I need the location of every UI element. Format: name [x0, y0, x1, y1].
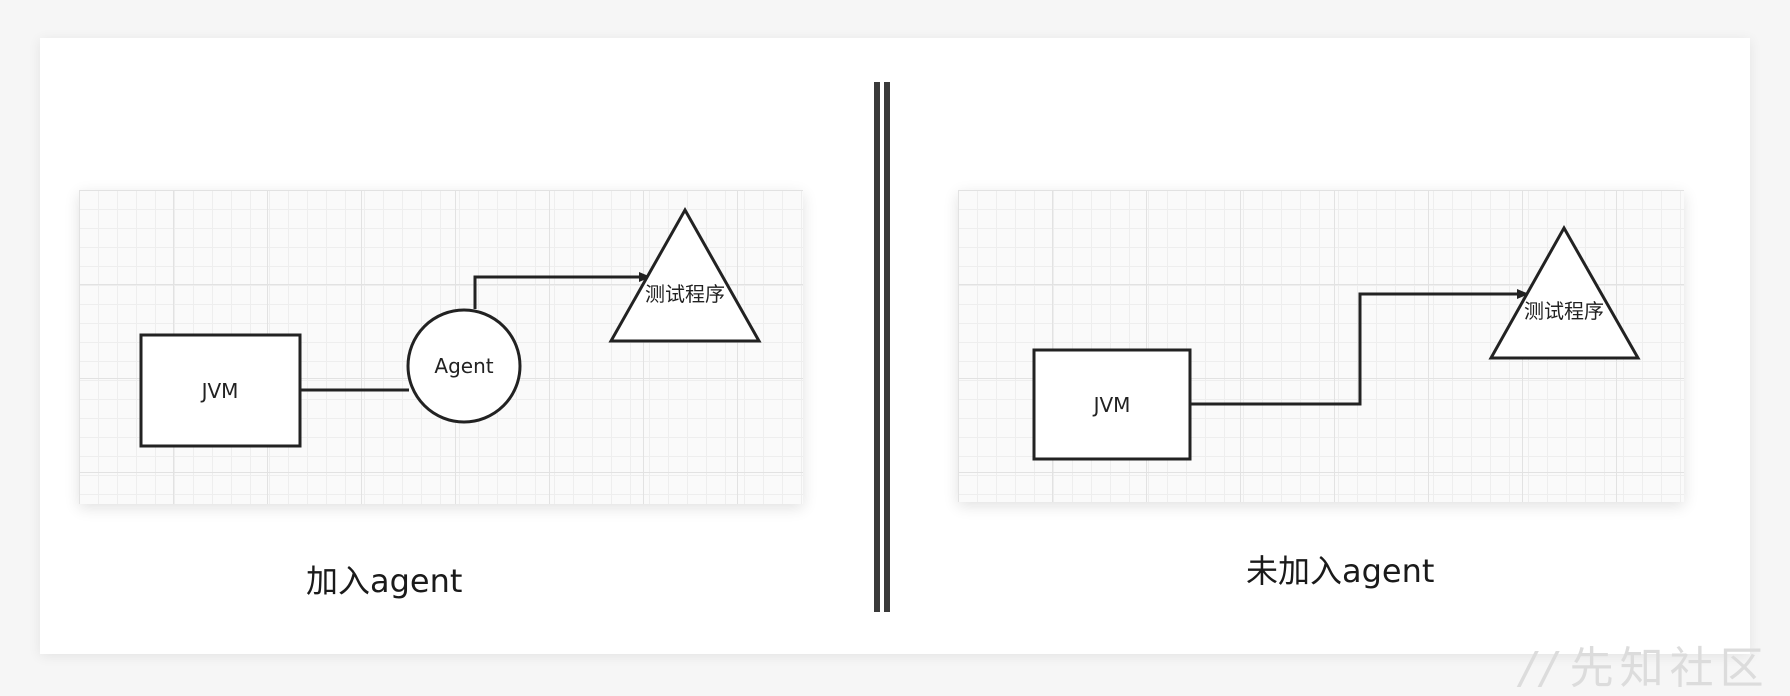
site-watermark: //先知社区	[1520, 632, 1770, 696]
test-program-label: 测试程序	[1524, 299, 1604, 323]
jvm-box	[139, 333, 302, 448]
test-program-triangle	[1488, 224, 1641, 360]
test-program-triangle	[608, 206, 762, 343]
agent-label: Agent	[434, 354, 493, 378]
diagram-without-agent-canvas: JVM 测试程序	[1032, 224, 1641, 461]
watermark-logo-icon: //	[1520, 643, 1562, 694]
watermark-text: 先知社区	[1569, 643, 1770, 694]
jvm-box	[1032, 348, 1192, 461]
agent-program-arrow	[473, 272, 651, 309]
divider-line-1	[874, 82, 880, 612]
agent-circle	[406, 308, 522, 424]
diagram-with-agent: JVM Agent 测试程序	[79, 190, 803, 504]
jvm-program-arrow	[1191, 289, 1529, 406]
test-program-label: 测试程序	[645, 282, 725, 306]
caption-without-agent: 未加入agent	[1246, 552, 1435, 590]
caption-with-agent: 加入agent	[306, 562, 463, 600]
divider-line-2	[884, 82, 890, 612]
diagram-with-agent-canvas: JVM Agent 测试程序	[139, 206, 762, 448]
jvm-label: JVM	[1092, 393, 1131, 417]
jvm-label: JVM	[200, 379, 239, 403]
diagram-without-agent: JVM 测试程序	[958, 190, 1684, 502]
